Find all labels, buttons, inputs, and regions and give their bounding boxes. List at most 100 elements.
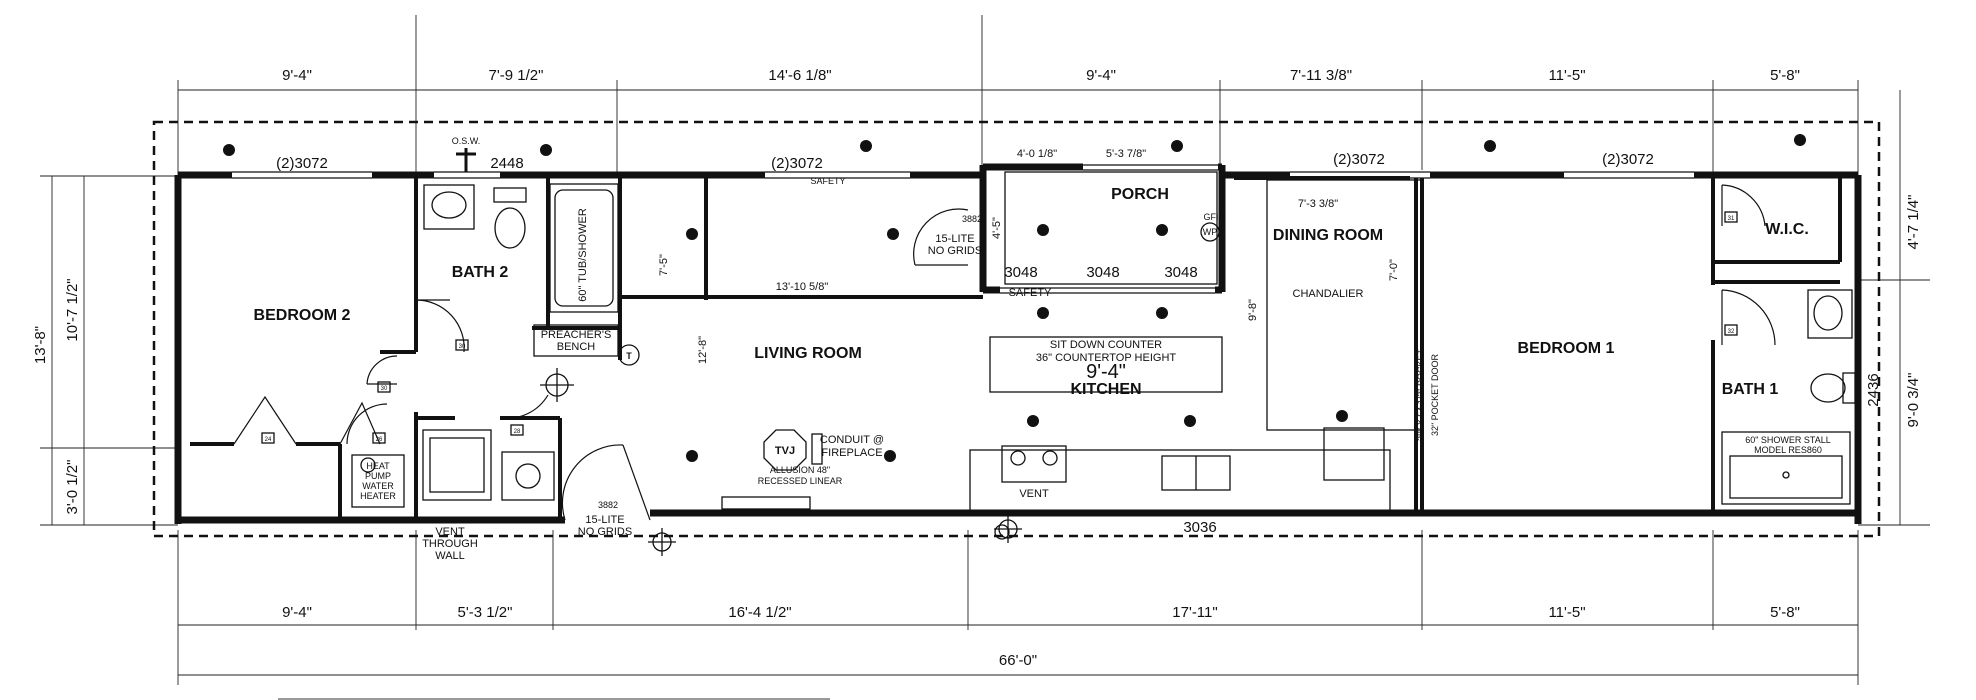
smoke-detector-icon	[686, 228, 698, 240]
right-dim-upper: 4'-7 1/4"	[1905, 195, 1922, 250]
right-dimension-string: 4'-7 1/4" 9'-0 3/4"	[1858, 90, 1930, 526]
smoke-detector-icon	[884, 450, 896, 462]
refrigerator	[1323, 427, 1385, 481]
porch-dim-b: 5'-3 7/8"	[1106, 148, 1146, 160]
conduit-label-2: FIREPLACE	[821, 447, 882, 459]
bottom-dim-2: 5'-3 1/2"	[458, 604, 513, 621]
room-label-kitchen: KITCHEN	[1070, 381, 1141, 398]
annotation-labels: (2)3072 2448 O.S.W. (2)3072 SAFETY (2)30…	[276, 136, 1882, 562]
smoke-detector-icon	[540, 144, 552, 156]
shower-label-1: 60" SHOWER STALL	[1745, 435, 1831, 445]
top-dim-7: 5'-8"	[1770, 67, 1800, 84]
smoke-detector-icon	[1156, 307, 1168, 319]
window-3048-c: 3048	[1164, 264, 1197, 281]
num-2436-label: 2436	[1865, 373, 1882, 406]
ceiling-fan-icon	[648, 528, 676, 556]
dim-7-3: 7'-3 3/8"	[1298, 198, 1338, 210]
smoke-detector-icon	[1037, 224, 1049, 236]
top-dim-2: 7'-9 1/2"	[489, 67, 544, 84]
allusion-label-1: ALLUSION 48"	[770, 465, 830, 475]
preachers-bench-label-1: PREACHER'S	[541, 329, 612, 341]
left-dimension-string: 13'-8" 10'-7 1/2" 3'-0 1/2"	[32, 175, 178, 526]
svg-text:26: 26	[376, 437, 383, 443]
range	[1001, 445, 1067, 483]
room-labels: BEDROOM 2 BATH 2 LIVING ROOM PORCH KITCH…	[254, 186, 1809, 398]
gfi-outlet	[1200, 222, 1220, 242]
heat-pump-label-4: HEATER	[360, 491, 396, 501]
window-label-3072-a: (2)3072	[276, 155, 328, 172]
room-label-wic: W.I.C.	[1765, 221, 1809, 238]
bottom-dimension-string: 9'-4" 5'-3 1/2" 16'-4 1/2" 17'-11" 11'-5…	[177, 530, 1859, 685]
water-heater	[351, 454, 405, 508]
smoke-detector-icon	[686, 450, 698, 462]
smoke-detector-icon	[887, 228, 899, 240]
smoke-detector-icon	[860, 140, 872, 152]
bottom-dim-overall: 66'-0"	[999, 652, 1037, 669]
conduit-label-1: CONDUIT @	[820, 434, 884, 446]
bath2-sink	[423, 184, 475, 230]
shower-label-2: MODEL RES860	[1754, 445, 1822, 455]
window-label-3072-c: (2)3072	[1333, 151, 1385, 168]
svg-text:30: 30	[459, 344, 466, 350]
fixtures: T TVJ	[351, 148, 1856, 556]
door-swings	[233, 184, 1776, 521]
door-3036-label: 3036	[1183, 519, 1216, 536]
osw-label: O.S.W.	[452, 136, 481, 146]
left-dim-upper: 10'-7 1/2"	[64, 278, 81, 341]
top-dim-3: 14'-6 1/8"	[768, 67, 831, 84]
smoke-detector-icon	[1027, 415, 1039, 427]
room-label-dining: DINING ROOM	[1273, 227, 1383, 244]
safety-label-porch: SAFETY	[1009, 287, 1052, 299]
gfi-label: GFI	[1204, 212, 1219, 222]
porch-dim-a: 4'-0 1/8"	[1017, 148, 1057, 160]
window-label-3072-b: (2)3072	[771, 155, 823, 172]
vent-wall-label-2: THROUGH	[422, 538, 478, 550]
bottom-dim-1: 9'-4"	[282, 604, 312, 621]
svg-text:28: 28	[514, 429, 521, 435]
door-number-tags: 30 30 24 26 28 31 32	[261, 211, 1738, 444]
bottom-dim-6: 5'-8"	[1770, 604, 1800, 621]
bath2-tub	[549, 183, 619, 313]
top-dim-1: 9'-4"	[282, 67, 312, 84]
door-15lite-b2: NO GRIDS	[578, 526, 632, 538]
smoke-detector-icons	[223, 134, 1806, 462]
dim-7-5: 7'-5"	[658, 254, 670, 276]
bottom-dim-4: 17'-11"	[1172, 604, 1217, 621]
pocket-door-label-1: 28" X 54 1/2" POCKET	[1416, 349, 1426, 441]
dryer	[501, 451, 555, 501]
counter-label-1: SIT DOWN COUNTER	[1050, 339, 1162, 351]
dim-13-10: 13'-10 5/8"	[776, 281, 829, 293]
allusion-label-2: RECESSED LINEAR	[758, 476, 843, 486]
window-3048-a: 3048	[1004, 264, 1037, 281]
heat-pump-label-2: PUMP	[365, 471, 391, 481]
smoke-detector-icon	[1156, 224, 1168, 236]
svg-text:30: 30	[381, 386, 388, 392]
dim-12-8: 12'-8"	[697, 336, 709, 364]
room-label-bedroom2: BEDROOM 2	[254, 307, 351, 324]
door-15lite-a2: NO GRIDS	[928, 245, 982, 257]
svg-text:TVJ: TVJ	[775, 445, 795, 457]
preachers-bench-label-2: BENCH	[557, 341, 596, 353]
tub-label: 60" TUB/SHOWER	[577, 208, 589, 302]
roof-outline	[152, 120, 1881, 538]
dim-9-8: 9'-8"	[1247, 299, 1259, 321]
bottom-dim-5: 11'-5"	[1548, 604, 1585, 621]
preachers-bench	[533, 324, 619, 357]
kitchen-dim: 9'-4"	[1086, 361, 1126, 383]
svg-text:WP: WP	[1203, 227, 1218, 237]
porch-area	[1004, 171, 1218, 285]
dim-4-5: 4'-5"	[991, 217, 1003, 239]
smoke-detector-icon	[1794, 134, 1806, 146]
counter-label-2: 36" COUNTERTOP HEIGHT	[1036, 352, 1176, 364]
smoke-detector-icon	[1037, 307, 1049, 319]
left-dim-overall: 13'-8"	[32, 326, 49, 364]
right-dim-lower: 9'-0 3/4"	[1905, 373, 1922, 428]
windows-top	[232, 163, 1694, 295]
vent-label-kitchen: VENT	[1019, 488, 1049, 500]
smoke-detector-icon	[1184, 415, 1196, 427]
door-15lite-b1: 15-LITE	[585, 514, 624, 526]
tvj-icon: TVJ	[763, 429, 823, 471]
smoke-detector-icon	[223, 144, 235, 156]
heat-pump-label-1: HEAT	[366, 461, 390, 471]
pocket-door-label-2: 32" POCKET DOOR	[1430, 353, 1440, 436]
